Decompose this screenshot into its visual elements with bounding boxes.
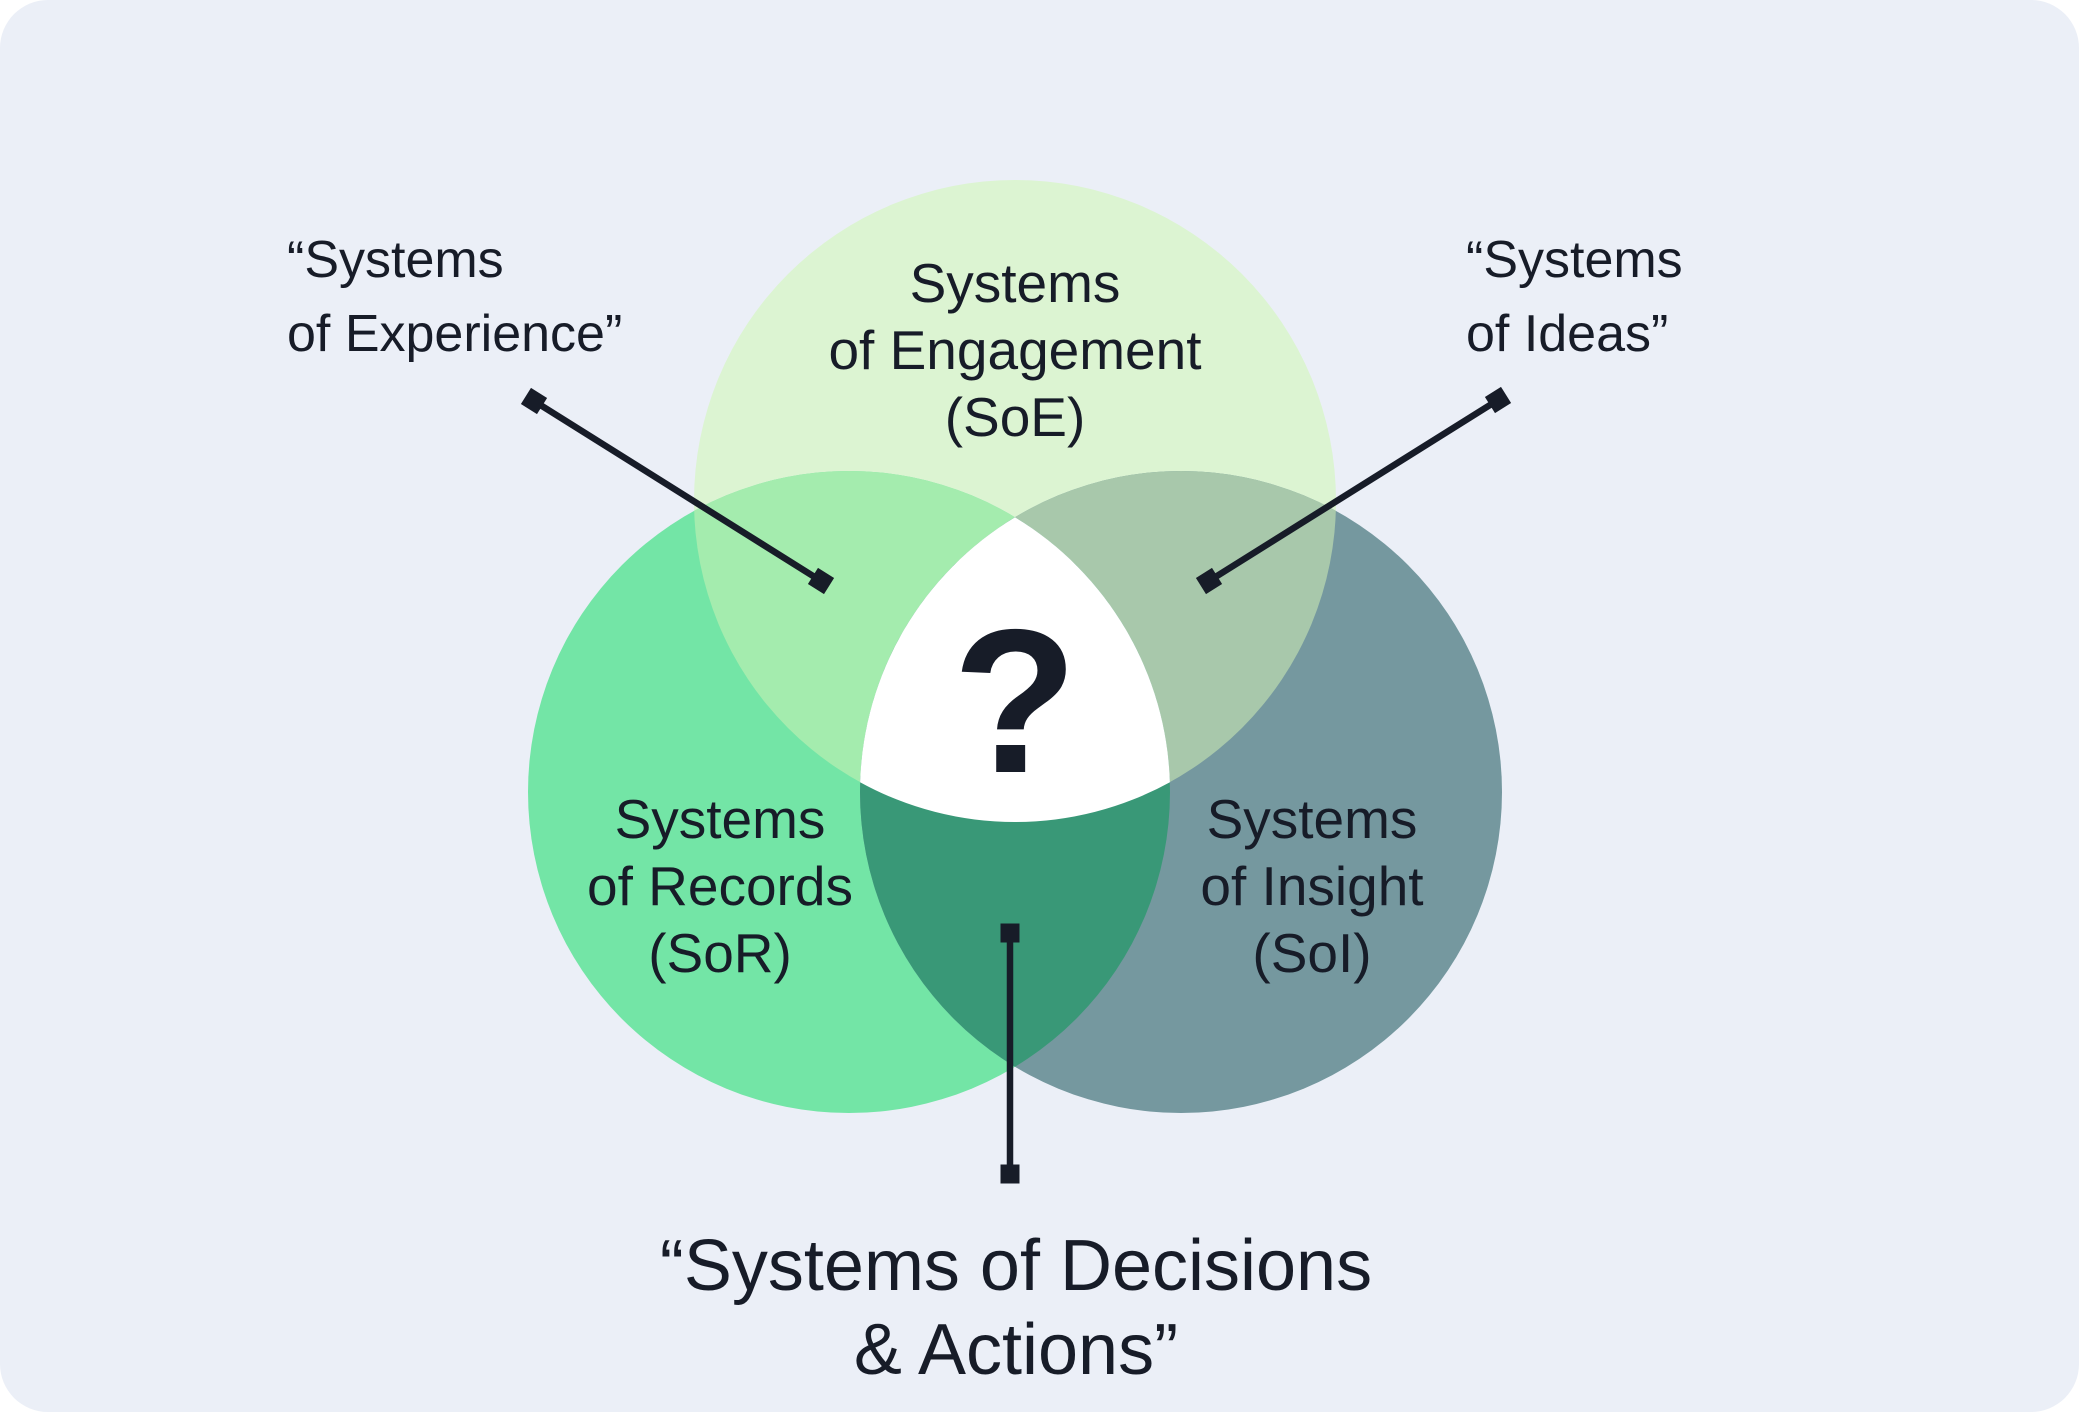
label-soi: Systems of Insight (SoI) [1200,788,1423,984]
label-sor-line-3: (SoR) [648,922,792,984]
center-intersection [860,517,1170,823]
connector-ideas-line [1207,397,1500,584]
connector-ideas-endpoint-square [1195,567,1223,595]
label-soe-line-3: (SoE) [945,386,1086,448]
label-soi-line-1: Systems [1207,788,1418,850]
callout-ideas-line-2: of Ideas” [1466,305,1668,363]
label-soe-line-2: of Engagement [828,319,1201,381]
connector-decisions-endpoint-square [1000,1164,1020,1184]
label-soi-line-3: (SoI) [1252,922,1371,984]
connector-ideas-endpoint-square [1484,386,1512,414]
label-sor: Systems of Records (SoR) [587,788,853,984]
callout-experience: “Systems of Experience” [287,231,835,595]
label-sor-line-2: of Records [587,855,853,917]
label-soi-line-2: of Insight [1200,855,1423,917]
callout-experience-line-2: of Experience” [287,305,622,363]
callout-decisions-line-1: “Systems of Decisions [660,1226,1372,1306]
label-soe: Systems of Engagement (SoE) [828,252,1201,448]
callout-ideas-line-1: “Systems [1466,231,1683,289]
question-mark: ? [952,587,1077,816]
connector-decisions-endpoint-square [1000,923,1020,943]
label-soe-line-1: Systems [910,252,1121,314]
connector-experience-endpoint-square [807,567,835,595]
callout-decisions: “Systems of Decisions & Actions” [660,923,1372,1390]
callout-ideas: “Systems of Ideas” [1195,231,1683,595]
connector-experience-endpoint-square [520,387,548,415]
label-sor-line-1: Systems [615,788,826,850]
callout-decisions-line-2: & Actions” [854,1310,1178,1390]
connector-experience-line [532,398,823,584]
callout-experience-line-1: “Systems [287,231,504,289]
